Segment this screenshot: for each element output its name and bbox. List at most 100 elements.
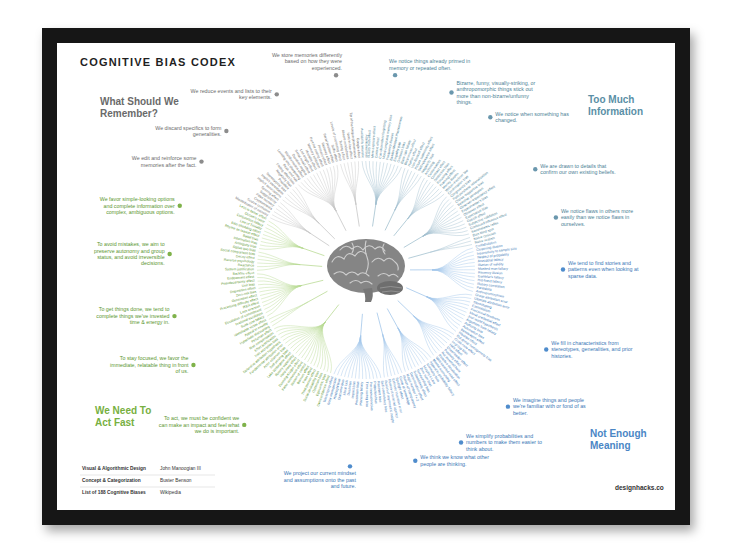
tree-trunk	[404, 236, 423, 247]
tree-branch	[430, 245, 472, 253]
tree-branch	[423, 208, 456, 236]
category-dot	[242, 423, 246, 427]
website: designhacks.co	[615, 484, 664, 491]
tree-branch	[266, 228, 304, 249]
tree-branch	[258, 252, 300, 265]
tree-branch	[348, 163, 356, 205]
tree-branch	[383, 334, 396, 375]
tree-branch	[423, 227, 467, 236]
category-dot	[178, 204, 182, 208]
tree-branch	[258, 281, 302, 286]
tree-trunk	[302, 280, 323, 285]
category-text: We fill in characteristics from stereoty…	[551, 340, 633, 359]
tree-branch	[351, 162, 356, 205]
tree-branch	[376, 164, 391, 205]
credit-label: Visual & Algorithmic Design	[82, 466, 146, 471]
tree-trunk	[308, 291, 327, 302]
tree-branch	[322, 322, 326, 371]
category-text: To act, we must be confident we can make…	[157, 415, 239, 434]
tree-branch	[334, 165, 338, 211]
tree-trunk	[385, 211, 395, 231]
tree-branch	[258, 256, 300, 265]
tree-branch	[395, 176, 422, 210]
tree-branch	[373, 161, 376, 204]
tree-branch	[432, 270, 474, 288]
tree-branch	[398, 328, 422, 364]
tree-branch	[270, 218, 311, 234]
quadrant-title: Too Much Information	[588, 94, 652, 118]
tree-branch	[264, 285, 301, 309]
tree-branch	[376, 166, 398, 205]
tree-branch	[267, 224, 304, 248]
category-dot	[449, 90, 453, 94]
tree-branch	[432, 262, 475, 269]
tree-branch	[432, 270, 473, 292]
credit-rule	[80, 487, 215, 488]
category-dot	[554, 215, 558, 219]
tree-branch	[322, 322, 328, 372]
quadrant-title: Not Enough Meaning	[590, 428, 656, 452]
tree-trunk	[304, 248, 325, 255]
tree-branch	[272, 215, 311, 234]
category-text: We notice when something has changed.	[495, 111, 577, 124]
tree-branch	[426, 297, 467, 309]
category-dot	[533, 167, 537, 171]
tree-branch	[281, 322, 326, 338]
tree-branch	[257, 264, 300, 266]
tree-branch	[383, 334, 399, 374]
category-text: We notice things already primed in memor…	[389, 58, 471, 71]
tree-branch	[295, 187, 319, 224]
tree-branch	[259, 247, 303, 250]
tree-branch	[272, 302, 308, 326]
tree-branch	[398, 328, 412, 369]
tree-branch	[360, 336, 366, 379]
tree-trunk	[394, 219, 408, 236]
tree-branch	[432, 255, 474, 270]
tree-branch	[278, 206, 311, 234]
category-dot	[334, 73, 338, 77]
category-text: We project our current mindset and assum…	[274, 470, 356, 489]
tree-branch	[426, 297, 461, 323]
credit-label: List of 188 Cognitive Biases	[82, 490, 146, 495]
tree-branch	[366, 161, 376, 205]
tree-branch	[348, 336, 361, 378]
tree-branch	[361, 336, 370, 379]
tree-branch	[432, 259, 474, 270]
category-text: We store memories differently based on h…	[260, 52, 342, 71]
category-text: We notice flaws in others more easily th…	[561, 208, 643, 227]
tree-branch	[414, 316, 434, 356]
tree-branch	[414, 316, 454, 335]
tree-branch	[395, 171, 412, 211]
tree-branch	[426, 297, 458, 329]
tree-branch	[408, 191, 442, 218]
tree-branch	[430, 237, 470, 252]
tree-trunk	[410, 269, 432, 270]
tree-branch	[262, 285, 302, 302]
bias-name: Time-saving bias	[364, 382, 368, 446]
category-dot	[348, 464, 352, 468]
category-dot	[413, 459, 417, 463]
category-dot	[167, 252, 171, 256]
category-dot	[544, 347, 548, 351]
category-text: We edit and reinforce some memories afte…	[115, 155, 197, 168]
tree-branch	[285, 322, 325, 343]
tree-branch	[362, 161, 376, 205]
tree-branch	[369, 161, 376, 205]
tree-branch	[257, 277, 302, 286]
tree-branch	[376, 167, 402, 205]
brain-illustration	[327, 239, 405, 302]
tree-branch	[383, 334, 385, 378]
tree-branch	[257, 264, 300, 270]
tree-branch	[269, 221, 304, 248]
category-dot	[191, 363, 195, 367]
category-text: To avoid mistakes, we aim to preserve au…	[83, 241, 165, 267]
category-text: To stay focused, we favor the immediate,…	[106, 355, 188, 374]
tree-branch	[432, 270, 474, 284]
tree-trunk	[361, 314, 363, 336]
tree-branch	[257, 274, 302, 286]
tree-branch	[276, 322, 325, 332]
tree-trunk	[408, 252, 429, 258]
tree-branch	[423, 224, 465, 236]
tree-branch	[330, 167, 336, 211]
tree-trunk	[325, 305, 339, 322]
